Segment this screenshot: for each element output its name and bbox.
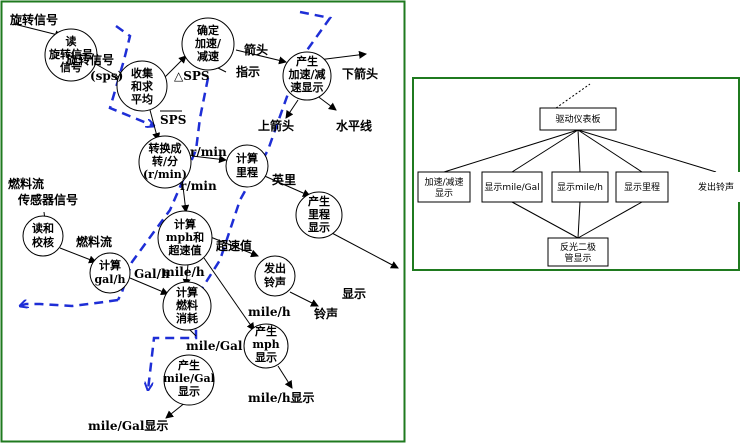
label-gal-h: Gal/h: [134, 267, 170, 281]
svg-text:里程: 里程: [236, 165, 258, 179]
svg-text:校核: 校核: [32, 235, 54, 249]
label-display: 显示: [342, 287, 366, 301]
box-mile-gal-display: 显示mile/Gal: [481, 171, 543, 203]
node-determine-accel: 确定 加速/ 减速: [181, 17, 235, 71]
svg-text:和求: 和求: [131, 79, 154, 93]
node-read-check-fuel: 读和 校核: [22, 215, 64, 257]
svg-text:计算: 计算: [236, 151, 258, 165]
box-ring-bell: 发出铃声: [690, 172, 742, 202]
svg-text:加速/: 加速/: [194, 36, 222, 50]
node-calc-mileage: 计算 里程: [225, 144, 269, 188]
left-panel: [0, 0, 406, 443]
svg-text:mile/Gal: mile/Gal: [163, 372, 215, 385]
node-produce-accel-display: 产生 加速/减 速显示: [282, 51, 332, 101]
svg-text:读: 读: [66, 34, 77, 48]
label-sps: (sps): [90, 69, 123, 83]
svg-text:mph和: mph和: [166, 230, 204, 244]
svg-text:显示里程: 显示里程: [624, 182, 660, 193]
svg-text:燃料: 燃料: [175, 298, 198, 312]
svg-text:消耗: 消耗: [176, 311, 198, 325]
node-convert-rpm: 转换成 转/分 (r/min): [138, 135, 192, 189]
svg-text:显示: 显示: [178, 385, 200, 398]
box-accel-decel-display: 加速/减速显示: [417, 171, 471, 203]
svg-text:发出: 发出: [263, 261, 286, 275]
box-mile-h-display: 显示mile/h: [551, 171, 609, 203]
svg-text:显示mile/Gal: 显示mile/Gal: [484, 182, 539, 193]
svg-text:发出铃声: 发出铃声: [698, 181, 734, 193]
svg-text:显示: 显示: [308, 221, 330, 234]
svg-text:平均: 平均: [131, 92, 153, 106]
label-fuel-flow: 燃料流: [76, 234, 112, 249]
svg-text:计算: 计算: [99, 258, 121, 272]
box-root: 驱动仪表板: [539, 107, 617, 131]
svg-text:超速值: 超速值: [168, 243, 202, 257]
svg-text:转换成: 转换成: [149, 141, 182, 155]
flow-labels: 旋转信号 旋转信号 (sps) △SPS SPS 箭头 指示 下箭头 上箭头 水…: [8, 12, 378, 433]
svg-text:产生: 产生: [296, 54, 318, 68]
svg-text:产生: 产生: [178, 358, 200, 372]
node-alarm: 发出 铃声: [254, 255, 296, 297]
label-mile-h-2: mile/h: [248, 305, 291, 319]
svg-text:产生: 产生: [308, 194, 330, 208]
label-overspeed: 超速值: [215, 238, 252, 253]
node-produce-mpg-display: 产生 mile/Gal 显示: [163, 354, 215, 406]
svg-text:gal/h: gal/h: [94, 273, 125, 286]
svg-text:驱动仪表板: 驱动仪表板: [555, 113, 600, 125]
svg-text:产生: 产生: [255, 324, 277, 338]
label-mile-h-1: mile/h: [162, 265, 205, 279]
label-mileage: 英里: [272, 172, 296, 187]
svg-text:读和: 读和: [32, 221, 54, 235]
svg-text:加速/减: 加速/减: [287, 67, 325, 81]
label-rotation-signal-sps: 旋转信号: [65, 52, 114, 67]
label-sps-avg: SPS: [160, 113, 186, 127]
node-calc-fuel-consumption: 计算 燃料 消耗: [162, 281, 212, 331]
structure-lines: [443, 129, 717, 239]
label-up-arrow: 上箭头: [258, 118, 294, 133]
flow-arrows: [13, 23, 399, 419]
label-horizontal-line: 水平线: [336, 118, 372, 133]
svg-text:计算: 计算: [174, 217, 196, 231]
label-down-arrow: 下箭头: [342, 66, 378, 81]
svg-text:速显示: 速显示: [291, 80, 324, 94]
node-collect-average: 收集 和求 平均: [116, 60, 168, 112]
label-mile-h-display: mile/h显示: [248, 391, 315, 405]
label-bell: 铃声: [314, 306, 338, 321]
label-sensor-signal: 传感器信号: [17, 192, 78, 207]
svg-text:确定: 确定: [197, 23, 219, 37]
label-rpm-2: r/min: [180, 179, 217, 193]
svg-text:减速: 减速: [197, 49, 219, 63]
svg-text:铃声: 铃声: [264, 275, 286, 289]
label-rpm-1: r/min: [190, 145, 227, 159]
svg-text:里程: 里程: [308, 207, 330, 221]
label-mile-gal-display: mile/Gal显示: [88, 419, 168, 433]
label-arrow: 箭头: [244, 42, 268, 57]
svg-text:mph: mph: [252, 338, 279, 351]
label-fuel-flow-sensor: 燃料流: [8, 176, 44, 191]
node-produce-mph-display: 产生 mph 显示: [243, 323, 289, 369]
node-read-rotation: 读 旋转信号 信号: [44, 28, 98, 82]
label-rotation-signal: 旋转信号: [9, 12, 58, 27]
svg-text:显示mile/h: 显示mile/h: [557, 182, 603, 193]
box-accel-text: 加速/减速显示: [424, 176, 463, 199]
box-led-display: 反光二极 管显示: [547, 237, 609, 267]
svg-text:转/分: 转/分: [152, 154, 178, 168]
process-nodes: 读 旋转信号 信号 收集 和求 平均 确定 加速/ 减速 产生 加速/减 速显示…: [22, 17, 343, 406]
structure-chart: 驱动仪表板 加速/减速显示 显示mile/Gal 显示mile/h 显示里程 发…: [417, 83, 742, 267]
svg-text:显示: 显示: [255, 351, 277, 364]
label-indicate: 指示: [236, 64, 260, 79]
svg-text:收集: 收集: [131, 66, 154, 80]
svg-text:信号: 信号: [60, 60, 82, 74]
label-delta-sps: △SPS: [174, 69, 210, 83]
svg-text:管显示: 管显示: [564, 252, 591, 264]
node-calc-gal-h: 计算 gal/h: [89, 252, 131, 294]
label-mile-gal: mile/Gal: [186, 339, 243, 353]
node-produce-mileage-display: 产生 里程 显示: [295, 191, 343, 239]
node-calc-mph-overspeed: 计算 mph和 超速值: [157, 210, 213, 266]
box-mileage-display: 显示里程: [615, 171, 669, 203]
svg-text:(r/min): (r/min): [143, 168, 187, 181]
svg-text:旋转信号: 旋转信号: [48, 47, 93, 61]
svg-text:计算: 计算: [176, 285, 198, 299]
svg-text:反光二极: 反光二极: [560, 241, 596, 253]
